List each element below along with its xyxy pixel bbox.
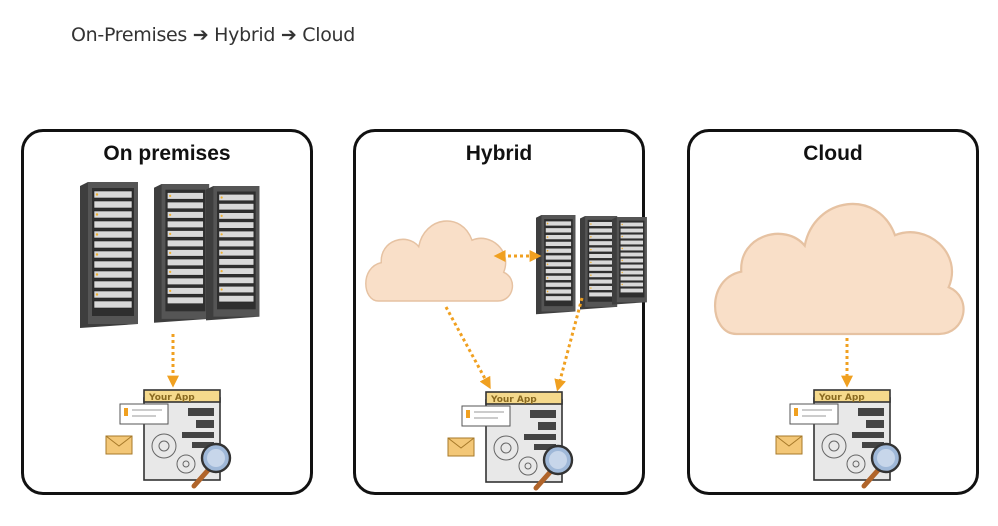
page-headline: On-Premises ➔ Hybrid ➔ Cloud <box>71 24 355 46</box>
arrow-right-icon: ➔ <box>192 24 209 46</box>
app-label: Your App <box>148 393 195 403</box>
headline-step-cloud: Cloud <box>302 24 356 46</box>
on-premises-diagram: Your App <box>79 181 260 498</box>
cloud-icon <box>364 220 514 302</box>
panel-cloud: Cloud Your App <box>687 129 979 495</box>
panel-on-premises: On premises Your App <box>21 129 313 495</box>
server-rack-icon <box>205 185 260 321</box>
server-rack-icon <box>579 215 618 310</box>
panel-hybrid: Hybrid Your App <box>353 129 648 498</box>
arrow-right-icon: ➔ <box>280 24 297 46</box>
panel-title: Cloud <box>803 142 863 165</box>
server-rack-icon <box>79 181 139 329</box>
connection-arrow <box>444 306 491 390</box>
headline-step-hybrid: Hybrid <box>214 24 276 46</box>
app-icon: Your App <box>776 390 900 486</box>
panel-title: Hybrid <box>465 142 533 165</box>
cloud-icon <box>713 202 965 336</box>
server-rack-icon <box>611 216 648 305</box>
headline-step-on-premises: On-Premises <box>71 24 188 46</box>
app-label: Your App <box>490 395 537 405</box>
panel-title: On premises <box>103 142 231 165</box>
server-rack-icon <box>153 183 210 324</box>
cloud-diagram: Your App <box>713 202 965 498</box>
app-icon: Your App <box>106 390 230 486</box>
server-rack-icon <box>535 214 576 315</box>
hybrid-diagram: Your App <box>364 214 648 498</box>
app-icon: Your App <box>448 392 572 488</box>
app-label: Your App <box>818 393 865 403</box>
